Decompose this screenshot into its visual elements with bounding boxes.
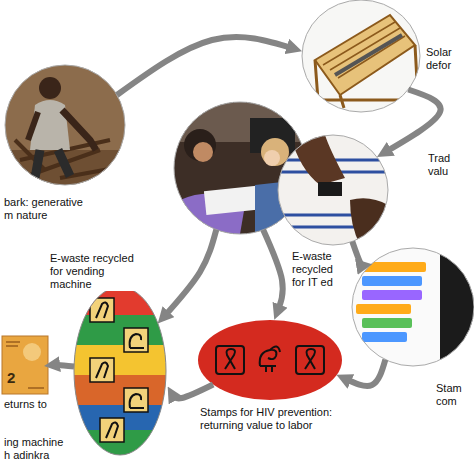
stamps-ellipse-part-part — [216, 346, 244, 374]
stamping-photo-part-part — [290, 135, 345, 185]
adinkra-cloth-part-part — [90, 298, 148, 442]
photo-circle: Stamps for HIV prevention: returning val… — [198, 320, 342, 400]
adinkra-cloth — [74, 287, 166, 455]
stamps-ellipse-part — [198, 320, 342, 400]
adinkra-cloth-part — [74, 287, 166, 455]
bark-photo-part — [5, 65, 125, 185]
it-class-photo-part-part — [261, 138, 289, 166]
bark-photo-part-part — [62, 110, 96, 150]
adinkra-cloth-part-part-part — [124, 328, 148, 352]
stamps-ellipse-part — [260, 346, 280, 372]
stamping-photo-part-part — [350, 198, 388, 245]
caption-text: Stamps for HIV prevention: returning val… — [200, 406, 360, 432]
adinkra-cloth-part-part-part — [100, 418, 124, 442]
stamping-photo — [278, 135, 388, 245]
bark-photo-part-part — [39, 77, 61, 99]
stamps-ellipse-part — [216, 346, 244, 374]
edge-label: E-waste recycled for vending machine — [48, 252, 148, 291]
photo-circle: Solar defor — [302, 0, 420, 112]
stamps-ellipse — [198, 320, 342, 400]
caption-text: ing machine h adinkra — [4, 436, 66, 462]
photo-circle: ing machine h adinkra — [74, 287, 166, 455]
code-blocks-photo-part-part — [362, 290, 422, 300]
flow-arrow — [384, 90, 441, 153]
stamping-photo-part-part — [318, 182, 342, 196]
photo-circle: bark: generative m nature — [5, 65, 125, 185]
banknote-box: 2eturns to — [2, 336, 48, 394]
it-class-photo-part-part — [193, 142, 213, 162]
stamps-ellipse-part-part — [305, 349, 315, 369]
solar-device-photo-part-part — [315, 15, 415, 95]
solar-device-photo-part-part — [315, 45, 418, 108]
solar-device-photo — [302, 0, 420, 112]
adinkra-cloth-part-part-part — [130, 334, 144, 348]
solar-device-photo-part — [302, 0, 420, 112]
photo-circle: E-waste recycled for IT ed — [174, 102, 306, 234]
adinkra-cloth-part-part — [74, 375, 166, 405]
adinkra-cloth-part-part — [74, 315, 166, 345]
caption-text: Trad valu — [428, 152, 464, 178]
banknote — [2, 336, 48, 394]
solar-device-photo-part-part — [335, 35, 402, 75]
stamping-photo-part-part — [278, 135, 388, 245]
adinkra-cloth-part-part-part — [96, 302, 108, 318]
flow-arrow — [263, 230, 283, 312]
stamping-photo-part — [278, 135, 388, 245]
note-value: 2 — [7, 369, 37, 387]
stamps-ellipse-part-part — [260, 346, 280, 372]
flow-arrow — [344, 360, 386, 386]
stamps-ellipse-part — [296, 346, 324, 374]
banknote-part — [6, 342, 44, 388]
it-class-photo-part-part — [184, 129, 216, 161]
stamping-photo-part — [278, 135, 388, 245]
it-class-photo-part-part — [264, 150, 280, 166]
flow-arrow — [352, 241, 364, 265]
stamps-ellipse-part-part — [296, 346, 324, 374]
adinkra-cloth-part-part-part — [130, 394, 144, 408]
code-blocks-photo — [352, 248, 474, 366]
code-blocks-photo-part — [352, 248, 474, 366]
bark-photo — [5, 65, 125, 190]
stamps-ellipse-part-part — [225, 349, 235, 369]
bark-photo-part — [5, 65, 125, 190]
caption-text: E-waste recycled for IT ed — [292, 250, 342, 289]
caption-text: Stam com — [436, 382, 470, 408]
flow-arrow — [52, 365, 74, 367]
banknote-part — [23, 343, 41, 361]
caption-text: bark: generative m nature — [4, 196, 92, 222]
code-blocks-photo-part-part — [356, 304, 411, 314]
flow-arrow — [117, 37, 294, 95]
bark-photo-part-part — [35, 150, 70, 178]
solar-device-photo-part-part — [302, 0, 420, 112]
adinkra-cloth-part-part — [74, 345, 166, 375]
adinkra-cloth-part-part-part — [124, 388, 148, 412]
flow-arrow — [172, 385, 214, 399]
adinkra-cloth-part-part-part — [106, 422, 118, 438]
caption-text: Solar defor — [426, 46, 466, 72]
bark-photo-part-part — [28, 112, 38, 140]
code-blocks-photo-part — [352, 248, 474, 366]
banknote-part — [2, 336, 48, 394]
bark-photo-part-part — [5, 150, 125, 190]
code-blocks-photo-part-part — [356, 262, 426, 272]
flow-arrow — [163, 230, 216, 318]
photo-circle: Stam com — [352, 248, 474, 366]
code-blocks-photo-part-part — [362, 318, 412, 328]
adinkra-cloth-part-part-part — [90, 358, 114, 382]
code-blocks-photo-part-part — [362, 332, 407, 342]
caption-text: eturns to — [4, 398, 66, 411]
solar-device-photo-part — [302, 0, 420, 112]
code-blocks-photo-part-part — [362, 276, 422, 286]
adinkra-cloth-part-part — [96, 302, 144, 438]
solar-device-photo-part-part — [323, 22, 405, 78]
adinkra-cloth-part-part-part — [96, 362, 108, 378]
photo-circle: Trad valu — [278, 135, 388, 245]
adinkra-cloth-part — [74, 287, 166, 455]
